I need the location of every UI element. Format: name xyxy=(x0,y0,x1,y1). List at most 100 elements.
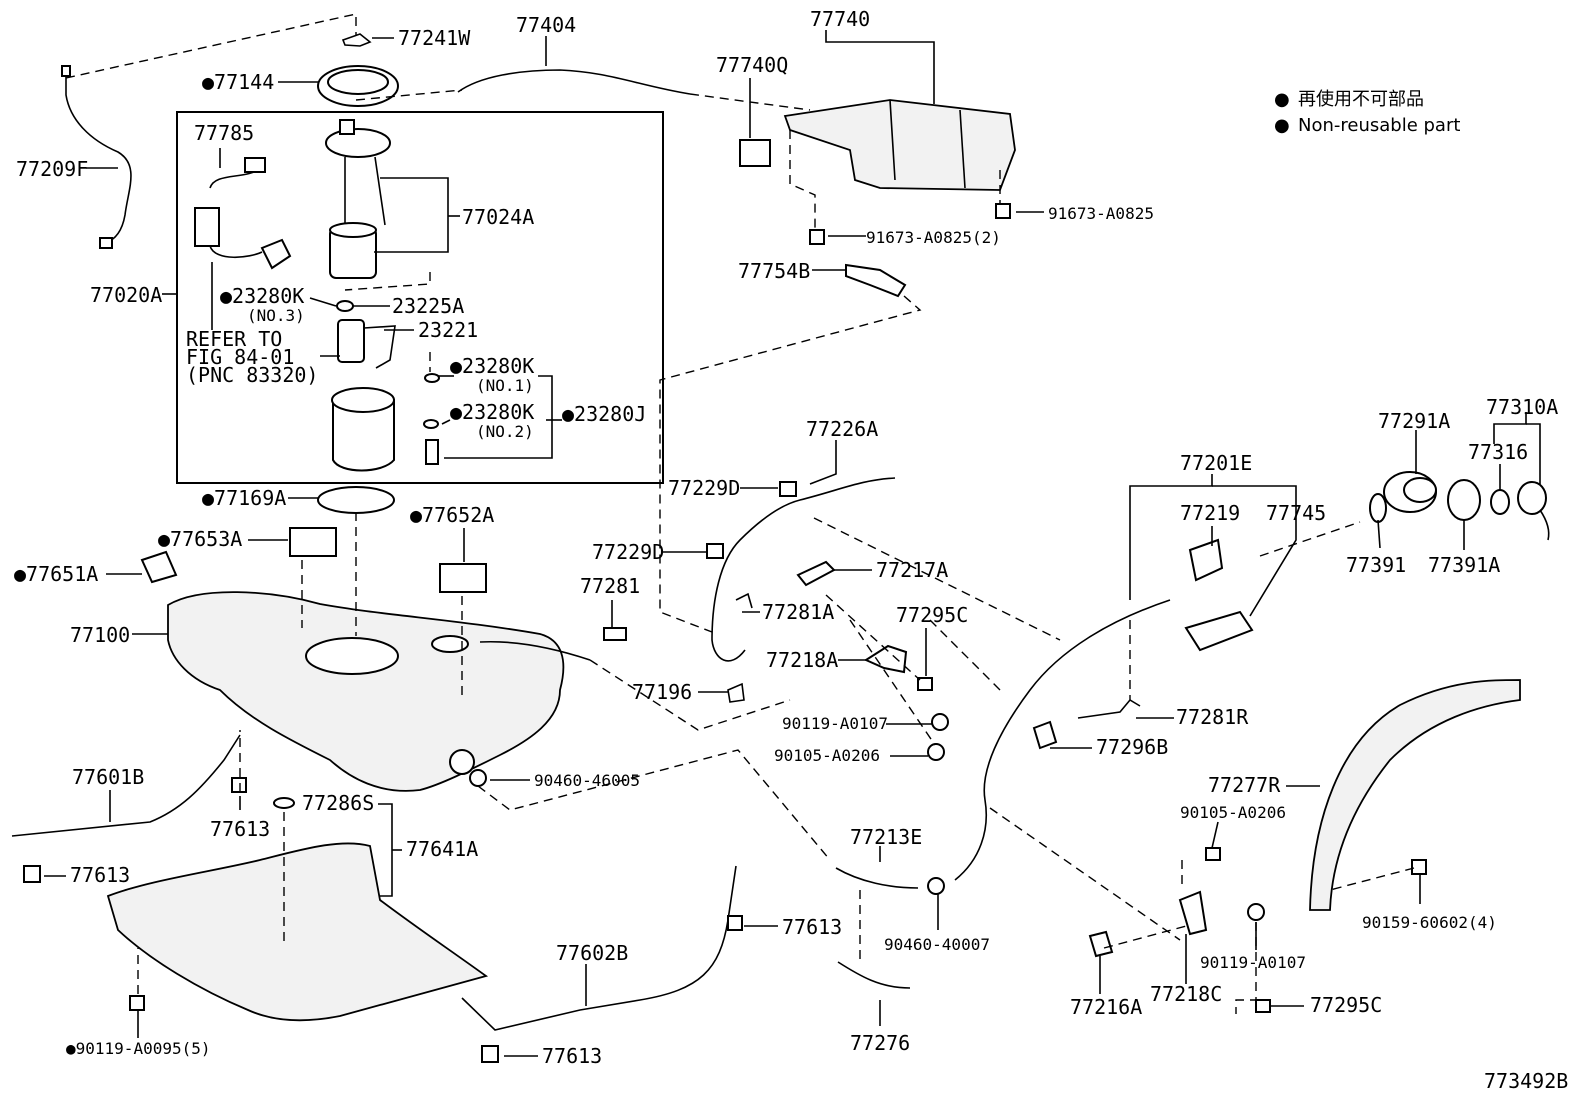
strap-77601B-drawing xyxy=(11,734,241,837)
gasket-77391A-drawing xyxy=(1447,479,1481,521)
label-77241W: 77241W xyxy=(398,26,471,50)
non-reusable-marker: ● xyxy=(14,562,26,586)
clip-77281A-drawing xyxy=(735,592,753,609)
label-77613-3: 77613 xyxy=(782,915,842,939)
clamp-77229D-1-drawing xyxy=(779,481,797,497)
non-reusable-marker: ● xyxy=(450,400,462,424)
label-77745: 77745 xyxy=(1266,501,1326,525)
label-77653A-text: 77653A xyxy=(170,527,242,551)
label-no3: (NO.3) xyxy=(247,306,305,325)
hose-77213E-drawing xyxy=(835,867,919,889)
protector-77641A-drawing xyxy=(106,842,489,1022)
label-23280J: ●23280J xyxy=(562,402,646,426)
clip-77241W-drawing xyxy=(341,33,372,47)
leader-lines xyxy=(44,30,1541,1057)
label-no2: (NO.2) xyxy=(476,422,534,441)
label-77219: 77219 xyxy=(1180,501,1240,525)
label-pnc-83320: (PNC 83320) xyxy=(186,363,318,387)
label-77651A-drawing xyxy=(140,550,178,584)
label-77653A: ●77653A xyxy=(158,527,242,551)
oring-no1-drawing xyxy=(424,373,440,383)
label-77216A: 77216A xyxy=(1070,995,1142,1019)
label-77196: 77196 xyxy=(632,680,692,704)
label-77601B: 77601B xyxy=(72,765,144,789)
bolt-90105-A0206-2-drawing xyxy=(1205,847,1221,861)
connector-77652A-drawing xyxy=(439,563,487,593)
hose-77404-drawing xyxy=(457,69,691,95)
label-77024A: 77024A xyxy=(462,205,534,229)
oring-23225A-drawing xyxy=(336,300,354,312)
dashed-guide-lines xyxy=(65,13,1415,1014)
non-reusable-marker: ● xyxy=(450,354,462,378)
filler-neck-77291A-drawing xyxy=(1383,471,1437,513)
clip-77295C-1-drawing xyxy=(917,677,933,691)
bolt-77613-2-drawing xyxy=(23,865,41,883)
legend-marker-2: ● xyxy=(1274,115,1290,136)
label-77651A: ●77651A xyxy=(14,562,98,586)
label-77201E: 77201E xyxy=(1180,451,1252,475)
label-77209F: 77209F xyxy=(16,157,88,181)
canister-77740-drawing xyxy=(739,99,1016,191)
label-23225A: 23225A xyxy=(392,294,464,318)
liner-77277R-drawing xyxy=(1309,679,1521,911)
non-reusable-marker: ● xyxy=(66,1039,76,1058)
label-90119-A0095: ●90119-A0095(5) xyxy=(66,1039,211,1058)
label-77740Q: 77740Q xyxy=(716,53,788,77)
fuel-pump-assembly-box xyxy=(176,111,664,484)
clamp-77229D-2-drawing xyxy=(706,543,724,559)
label-77281A: 77281A xyxy=(762,600,834,624)
cap-77310A-drawing xyxy=(1517,481,1550,541)
label-77310A: 77310A xyxy=(1486,395,1558,419)
part-number-labels: 77241W 77404 77740 77740Q ●77144 77785 7… xyxy=(14,7,1558,1068)
label-77391: 77391 xyxy=(1346,553,1406,577)
label-90105-A0206-1: 90105-A0206 xyxy=(774,746,880,765)
oring-77316-drawing xyxy=(1490,489,1510,515)
label-77281R: 77281R xyxy=(1176,705,1249,729)
non-reusable-marker: ● xyxy=(158,527,170,551)
bolt-91673-A0825-2-drawing xyxy=(809,229,825,245)
label-77613-4: 77613 xyxy=(542,1044,602,1068)
bolt-77613-1-drawing xyxy=(231,777,247,793)
fuel-tank-77100-drawing xyxy=(167,591,591,792)
label-77295C-2: 77295C xyxy=(1310,993,1382,1017)
label-23280K-no2-text: 23280K xyxy=(462,400,534,424)
hose-77276-drawing xyxy=(837,961,911,989)
clip-77296B-drawing xyxy=(1032,720,1058,750)
non-reusable-marker: ● xyxy=(202,70,214,94)
filter-cup-drawing xyxy=(331,387,395,472)
protector-77219-drawing xyxy=(1188,538,1224,582)
label-77276: 77276 xyxy=(850,1031,910,1055)
grommet-77286S-drawing xyxy=(273,797,295,809)
label-90460-46005: 90460-46005 xyxy=(534,771,640,790)
regulator-drawing xyxy=(425,439,439,465)
clamp-90460-40007-drawing xyxy=(927,877,945,895)
label-77281: 77281 xyxy=(580,574,640,598)
non-reusable-marker: ● xyxy=(410,503,422,527)
label-77213E: 77213E xyxy=(850,825,922,849)
non-reusable-marker: ● xyxy=(220,284,232,308)
wire-harness-77209F-drawing xyxy=(61,65,132,249)
label-77169A-text: 77169A xyxy=(214,486,286,510)
legend-marker-1: ● xyxy=(1274,89,1290,110)
label-77229D-2: 77229D xyxy=(592,540,664,564)
clip-77196-drawing xyxy=(727,682,745,703)
bolt-77613-3-drawing xyxy=(727,915,743,931)
label-77296B: 77296B xyxy=(1096,735,1168,759)
label-77218C: 77218C xyxy=(1150,982,1222,1006)
label-77613-1: 77613 xyxy=(210,817,270,841)
gasket-77169A-drawing xyxy=(317,486,395,514)
pump-23221-drawing xyxy=(320,319,396,369)
bolt-90119-A0095-drawing xyxy=(129,995,145,1011)
clip-77216A-drawing xyxy=(1088,930,1114,958)
label-23280K-no2: ●23280K xyxy=(450,400,534,424)
label-77613-2: 77613 xyxy=(70,863,130,887)
hose-77754B-drawing xyxy=(845,263,907,298)
non-reusable-marker: ● xyxy=(562,402,574,426)
label-77295C-1: 77295C xyxy=(896,603,968,627)
label-77144-text: 77144 xyxy=(214,70,274,94)
label-91673-A0825: 91673-A0825 xyxy=(1048,204,1154,223)
label-77169A: ●77169A xyxy=(202,486,286,510)
label-77277R: 77277R xyxy=(1208,773,1281,797)
label-77229D-1: 77229D xyxy=(668,476,740,500)
